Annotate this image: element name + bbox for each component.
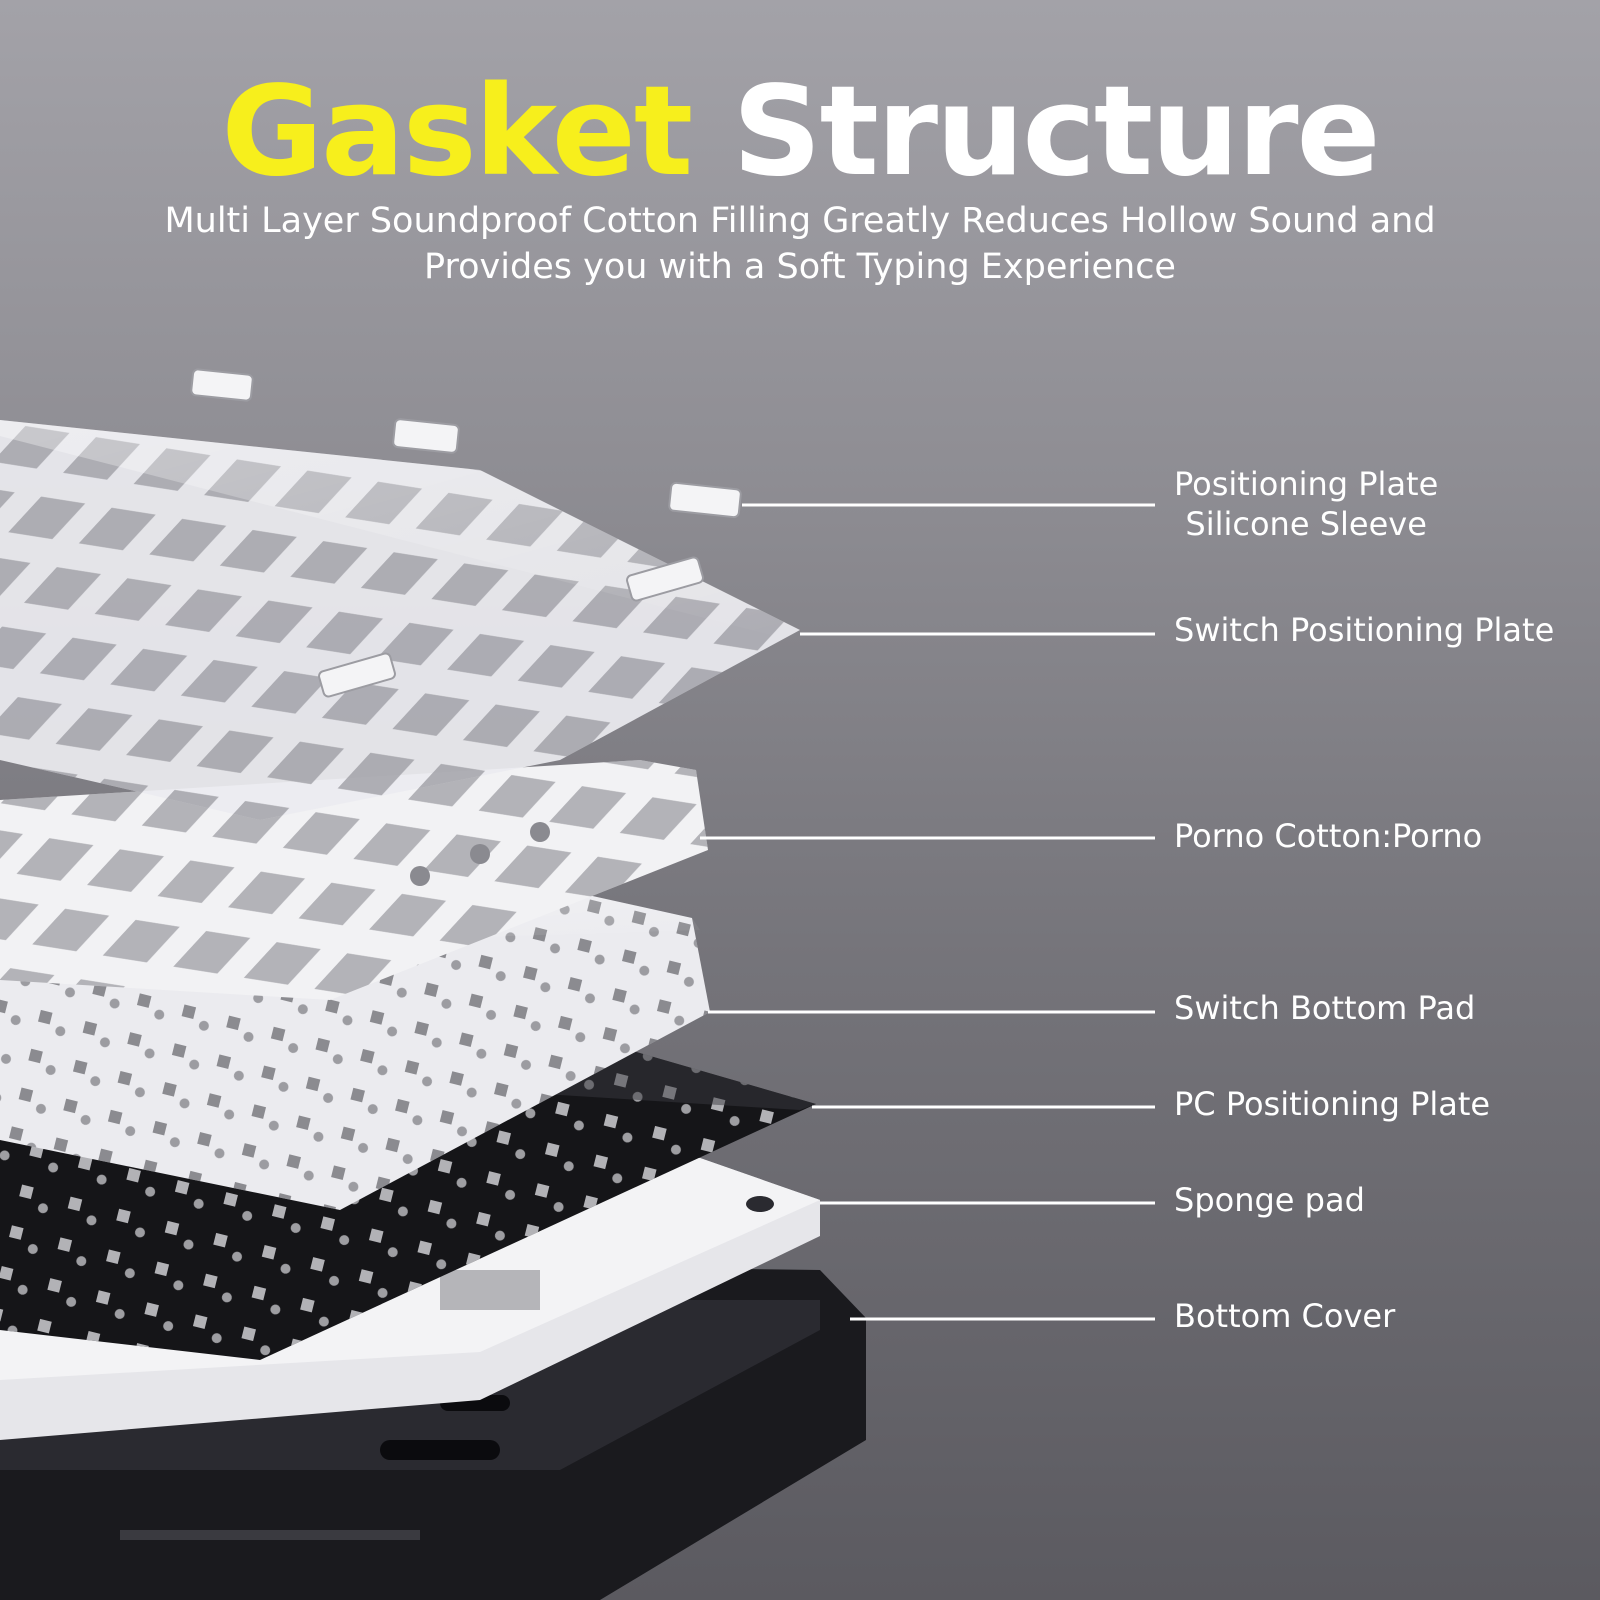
label-line-1: Positioning Plate (1174, 465, 1439, 503)
subtitle-line-1: Multi Layer Soundproof Cotton Filling Gr… (164, 201, 1436, 241)
label-porno-cotton: Porno Cotton:Porno (1174, 817, 1483, 855)
porno-cotton-layer (0, 760, 708, 1000)
page-title: Gasket Structure (0, 62, 1600, 202)
label-bottom-cover: Bottom Cover (1174, 1297, 1396, 1335)
subtitle-line-2: Provides you with a Soft Typing Experien… (424, 247, 1176, 287)
silicone-sleeves (190, 368, 742, 698)
label-pc-positioning-plate: PC Positioning Plate (1174, 1085, 1491, 1123)
label-switch-bottom-pad: Switch Bottom Pad (1174, 989, 1476, 1027)
label-sponge-pad: Sponge pad (1174, 1181, 1365, 1219)
title-highlight: Gasket (221, 60, 693, 204)
label-switch-positioning-plate: Switch Positioning Plate (1174, 611, 1555, 649)
label-line-2: Silicone Sleeve (1185, 505, 1427, 543)
subtitle: Multi Layer Soundproof Cotton Filling Gr… (100, 198, 1500, 290)
leader-lines (700, 503, 1155, 1321)
switch-positioning-plate-layer (0, 420, 800, 820)
title-rest: Structure (732, 60, 1380, 204)
label-positioning-plate-silicone-sleeve: Positioning Plate Silicone Sleeve (1174, 464, 1438, 544)
